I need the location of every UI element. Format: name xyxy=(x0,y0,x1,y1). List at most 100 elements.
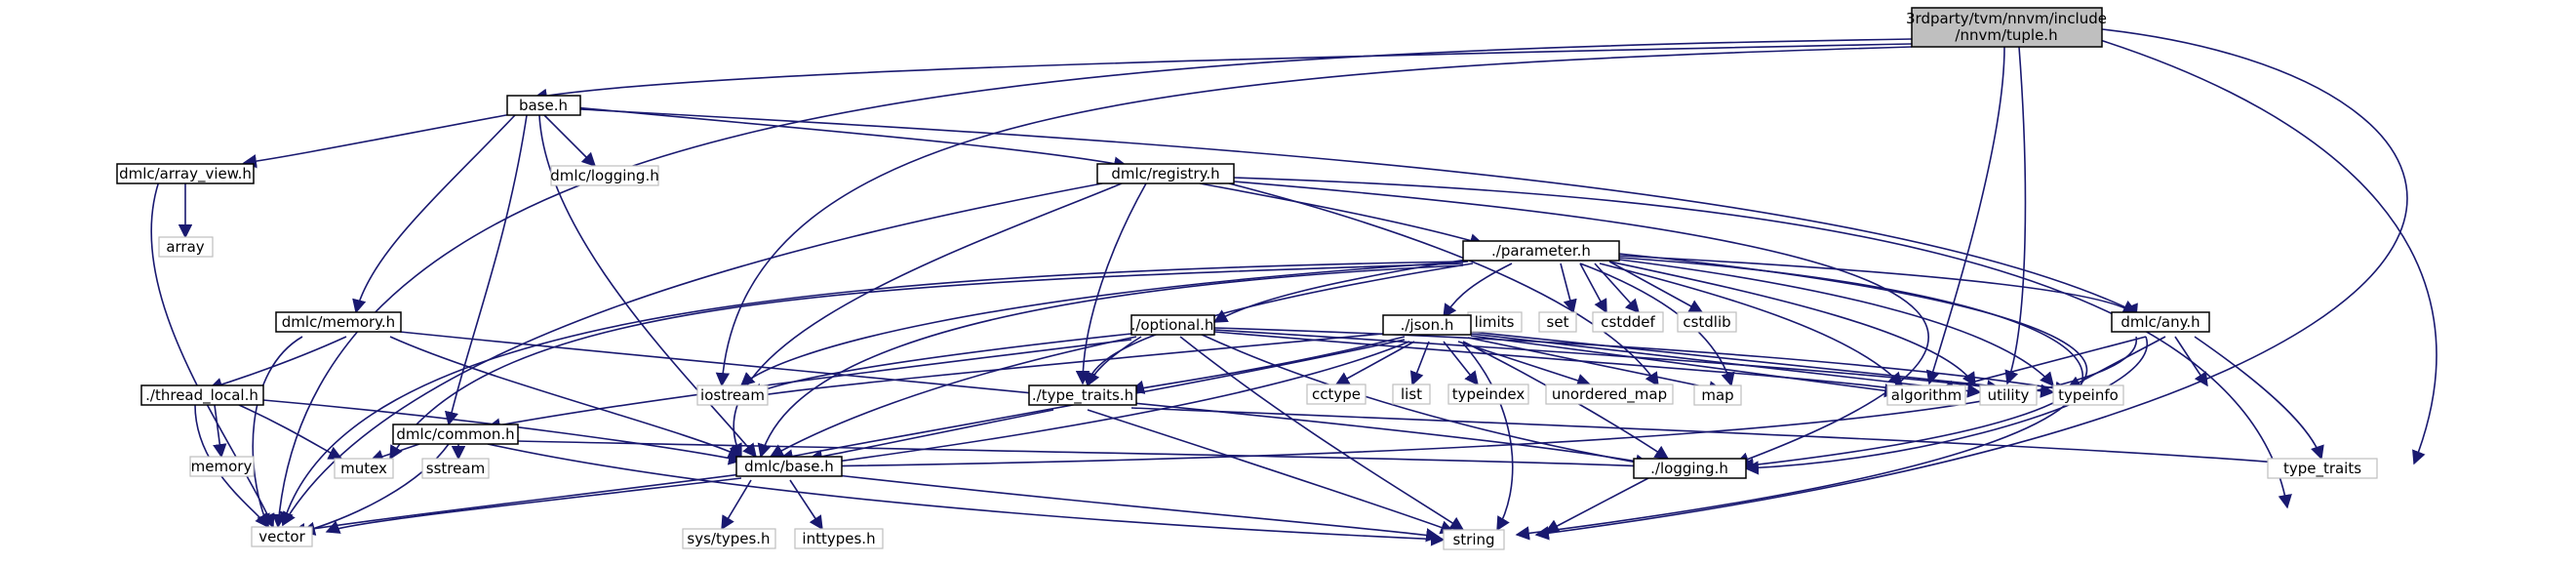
edge-parameter-set xyxy=(1579,262,1607,314)
edge-json-iostream xyxy=(749,331,1406,402)
node-inttypes-h: inttypes.h xyxy=(794,528,884,549)
node-label: type_traits xyxy=(2283,460,2361,478)
edge-any-utility xyxy=(2066,336,2166,389)
node-base-h[interactable]: base.h xyxy=(506,95,581,116)
edge-base-any xyxy=(579,108,2138,313)
node-label: inttypes.h xyxy=(802,530,875,547)
edge-root-algorithm xyxy=(1925,46,2005,385)
edge-optional-type-traits xyxy=(1087,336,1142,387)
node-json-h[interactable]: ./json.h xyxy=(1382,314,1472,336)
node-label: list xyxy=(1401,385,1422,403)
node-root-line2: /nnvm/tuple.h xyxy=(1955,26,2057,44)
node-label: dmlc/registry.h xyxy=(1111,165,1219,182)
edge-registry-string xyxy=(1233,177,2292,509)
edge-optional-utility xyxy=(1213,329,2001,394)
node-label: ./thread_local.h xyxy=(145,386,258,405)
edge-threadlocal-vector xyxy=(194,404,269,529)
node-label: utility xyxy=(1988,386,2030,404)
node-label: ./logging.h xyxy=(1650,460,1728,477)
node-list: list xyxy=(1392,383,1431,405)
node-optional-h[interactable]: ./optional.h xyxy=(1130,314,1215,336)
edge-json-list xyxy=(1409,341,1430,386)
node-dmlc-registry-h[interactable]: dmlc/registry.h xyxy=(1096,163,1235,184)
node-logging-h[interactable]: ./logging.h xyxy=(1633,458,1747,479)
edge-any-typeinfo xyxy=(2174,336,2208,387)
edge-parameter-utility xyxy=(1608,261,1976,387)
edge-parameter-cstddef xyxy=(1594,262,1640,314)
edge-optional-string xyxy=(1179,336,1465,531)
edge-parameter-typeinfo xyxy=(1618,259,2054,387)
edge-any-algorithm xyxy=(1939,336,2147,394)
edge-common-vector xyxy=(300,443,450,536)
node-map: map xyxy=(1693,384,1742,406)
edge-parameter-sstream xyxy=(389,262,1464,461)
node-label: array xyxy=(166,238,204,256)
node-dmlc-memory-h[interactable]: dmlc/memory.h xyxy=(275,311,402,333)
edge-base-logging xyxy=(543,114,597,168)
node-label: algorithm xyxy=(1891,386,1962,404)
edge-dmlcbase-systypes xyxy=(721,479,752,531)
node-label: cstdlib xyxy=(1683,313,1730,331)
node-limits: limits xyxy=(1467,311,1523,333)
edge-logging-string xyxy=(1544,477,1649,533)
edge-root-base-h xyxy=(533,43,1913,103)
node-root-tuple-h[interactable]: 3rdparty/tvm/nnvm/include /nnvm/tuple.h xyxy=(1906,7,2107,48)
edge-json-string xyxy=(1462,343,1514,532)
node-sys-types-h: sys/types.h xyxy=(682,528,776,549)
node-dmlc-array-view-h[interactable]: dmlc/array_view.h xyxy=(116,163,255,184)
node-array: array xyxy=(158,236,214,258)
node-dmlc-logging-h: dmlc/logging.h xyxy=(550,165,659,186)
edge-root-string xyxy=(1534,28,2408,541)
node-sstream: sstream xyxy=(421,458,490,479)
node-label: dmlc/base.h xyxy=(744,458,834,475)
edge-arrayview-vector xyxy=(150,175,275,529)
edge-registry-vector xyxy=(282,182,1103,527)
edge-registry-parameter xyxy=(1199,182,1485,248)
edge-json-logging xyxy=(1462,341,1670,460)
node-dmlc-any-h[interactable]: dmlc/any.h xyxy=(2111,311,2210,333)
edge-base-common xyxy=(444,114,528,426)
node-label: map xyxy=(1701,386,1733,404)
edge-parameter-json xyxy=(1443,262,1513,319)
node-type-traits-h[interactable]: ./type_traits.h xyxy=(1028,384,1137,406)
node-dmlc-base-h[interactable]: dmlc/base.h xyxy=(735,456,843,477)
edge-json-vector xyxy=(291,341,1410,538)
node-utility: utility xyxy=(1979,384,2038,406)
node-thread-local-h[interactable]: ./thread_local.h xyxy=(140,384,264,406)
edge-threadlocal-memory xyxy=(213,404,227,459)
node-parameter-h[interactable]: ./parameter.h xyxy=(1462,240,1620,262)
node-string: string xyxy=(1443,529,1505,550)
node-unordered-map: unordered_map xyxy=(1545,383,1674,405)
node-dmlc-common-h[interactable]: dmlc/common.h xyxy=(392,424,519,445)
edge-registry-map xyxy=(1228,182,1659,387)
edge-base-registry xyxy=(575,106,1129,171)
edge-memory-thread-local xyxy=(208,336,347,391)
edge-json-map xyxy=(1467,337,1724,395)
edge-base-memory xyxy=(352,114,516,314)
edge-any-dmlc-base xyxy=(808,336,2137,474)
nodes: 3rdparty/tvm/nnvm/include /nnvm/tuple.h … xyxy=(116,7,2378,550)
node-label: sys/types.h xyxy=(687,530,770,547)
edge-parameter-limits xyxy=(1560,262,1577,314)
edge-common-string xyxy=(487,443,1446,546)
node-cctype: cctype xyxy=(1306,383,1367,405)
node-vector: vector xyxy=(251,526,313,547)
edge-threadlocal-mutex xyxy=(238,404,343,460)
node-cstdlib: cstdlib xyxy=(1677,311,1737,333)
node-label: memory xyxy=(191,458,253,475)
node-mutex: mutex xyxy=(334,458,394,479)
edge-parameter-any xyxy=(1618,255,2138,319)
edge-dmlcbase-string xyxy=(818,472,1441,543)
edge-dmlcbase-inttypes xyxy=(789,479,823,531)
node-label: dmlc/array_view.h xyxy=(119,165,252,183)
node-root-line1: 3rdparty/tvm/nnvm/include xyxy=(1906,10,2107,27)
edge-json-utility xyxy=(1470,333,1982,398)
edge-registry-type-traits xyxy=(1075,182,1147,385)
edge-json-cctype xyxy=(1334,341,1415,385)
node-label: vector xyxy=(258,528,305,545)
edge-root-vector xyxy=(271,38,1913,529)
edge-parameter-logging xyxy=(1618,253,2088,472)
node-label: ./type_traits.h xyxy=(1032,386,1133,405)
edge-json-unordered-map xyxy=(1457,341,1592,387)
